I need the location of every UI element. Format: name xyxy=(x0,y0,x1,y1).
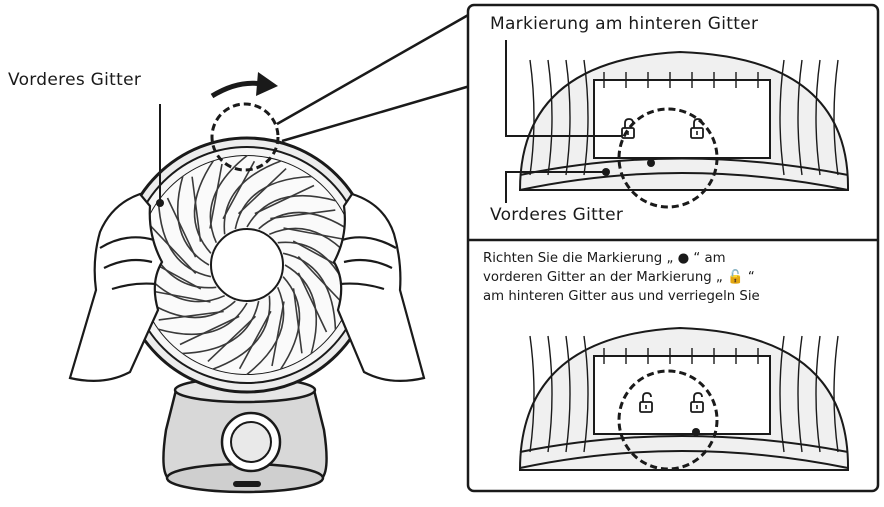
detail-highlight-circle-bottom xyxy=(617,369,719,471)
label-front-grille-inset: Vorderes Gitter xyxy=(490,205,624,225)
fan-blade xyxy=(211,295,271,371)
grille-rib xyxy=(583,59,589,176)
grille-rib xyxy=(547,59,553,176)
grille-rib xyxy=(583,335,589,453)
front-grille-dot-marker-aligned xyxy=(692,428,700,436)
fan-blade-edge xyxy=(145,289,211,303)
instruction-line: vorderen Gitter an der Markierung „ 🔓 “ xyxy=(483,270,755,285)
fan-blade-edge xyxy=(238,310,272,370)
fan-blade-edge xyxy=(292,288,303,354)
grille-rib xyxy=(815,335,821,453)
front-grille-inset-leader-dot xyxy=(602,168,610,176)
grille-rib xyxy=(833,335,839,453)
front-grille-dot-marker xyxy=(647,159,655,167)
fan-blade xyxy=(181,300,260,355)
grille-rib xyxy=(547,335,553,453)
fan-blade-edge xyxy=(207,315,257,362)
fan-blade-edge xyxy=(271,301,285,367)
fan-blade xyxy=(246,194,337,228)
fan-blade-edge xyxy=(150,225,197,275)
label-rear-grille-mark: Markierung am hinteren Gitter xyxy=(490,14,759,34)
padlock-open-icon xyxy=(639,392,653,413)
fan-blade-edge xyxy=(158,310,224,321)
instruction-text: Richten Sie die Markierung „ ● “ am vord… xyxy=(483,249,873,306)
fan-blade-edge xyxy=(166,197,197,258)
detail-highlight-circle-top xyxy=(617,107,719,209)
fan-blade-edge xyxy=(179,315,240,346)
grille-rib xyxy=(529,59,535,176)
fan-blade-edge xyxy=(254,184,315,215)
power-slot xyxy=(233,481,261,487)
rear-mark-leader xyxy=(505,40,622,137)
curved-arrow-icon xyxy=(210,72,278,99)
detail-highlight-circle xyxy=(210,102,280,172)
fan-blade-edge xyxy=(283,227,349,241)
right-hand xyxy=(332,192,426,383)
fan-blade xyxy=(284,264,318,355)
fan-blade xyxy=(193,159,215,254)
instruction-line: Richten Sie die Markierung „ ● “ am xyxy=(483,251,726,266)
front-grille-leader-dot xyxy=(156,199,164,207)
grille-rib xyxy=(779,335,785,453)
grille-rib xyxy=(565,335,571,453)
fan-blade-edge xyxy=(270,209,336,220)
grille-rib xyxy=(779,59,785,176)
padlock-open-icon xyxy=(690,392,704,413)
left-hand xyxy=(68,192,164,383)
grille-rib xyxy=(797,335,803,453)
front-grille-inset-leader xyxy=(505,171,604,203)
label-front-grille: Vorderes Gitter xyxy=(8,70,142,90)
fan-blade-edge xyxy=(297,255,344,305)
grille-rib xyxy=(529,335,535,453)
grille-rib xyxy=(797,59,803,176)
fan-blade-edge xyxy=(237,168,287,215)
fan-hub xyxy=(210,228,284,302)
grille-rib xyxy=(833,59,839,176)
fan-blade xyxy=(176,175,210,266)
fan-blade xyxy=(245,286,285,375)
fan-blade xyxy=(234,175,313,230)
rear-grille-closeup-bottom xyxy=(518,326,850,471)
fan-blade-edge xyxy=(191,176,202,242)
fan-blade-edge xyxy=(209,163,223,229)
fan-blade xyxy=(282,252,337,331)
fan-blade-edge xyxy=(297,272,328,333)
grille-rib xyxy=(565,59,571,176)
zoom-connector-lines xyxy=(276,12,471,143)
fan-blade xyxy=(157,302,248,336)
grille-rib xyxy=(815,59,821,176)
fan-blade xyxy=(223,159,283,235)
fan-blade xyxy=(258,211,353,233)
fan-blade xyxy=(209,155,249,244)
control-dial-icon xyxy=(220,411,282,473)
instruction-line: am hinteren Gitter aus und verriegeln Si… xyxy=(483,289,760,304)
fan-blade xyxy=(279,276,301,371)
fan-blade xyxy=(157,199,212,278)
rear-grille-closeup-top xyxy=(518,50,850,191)
